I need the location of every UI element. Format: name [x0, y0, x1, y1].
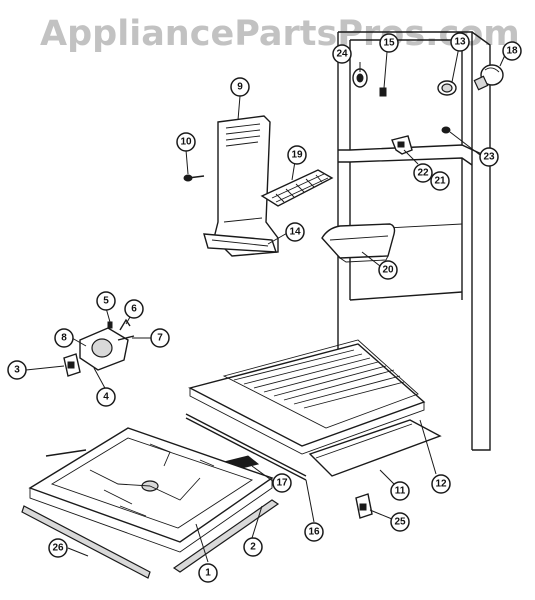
callout-5: 5: [96, 291, 116, 311]
part-26-front-trim: [21, 505, 151, 579]
callout-1-label: 1: [205, 568, 211, 579]
callout-1: 1: [198, 563, 218, 583]
callout-15: 15: [379, 33, 399, 53]
callout-13: 13: [450, 32, 470, 52]
callout-4: 4: [96, 387, 116, 407]
callout-24: 24: [332, 44, 352, 64]
callout-17: 17: [272, 473, 292, 493]
callout-12: 12: [431, 474, 451, 494]
part-14-duct-base: [203, 233, 277, 253]
part-15-clip: [379, 87, 387, 97]
part-19-ice-tray: [260, 169, 334, 207]
callout-25: 25: [390, 512, 410, 532]
part-20-tray-bin: [321, 223, 396, 263]
part-16-shelf-rod: [185, 413, 307, 481]
callout-18: 18: [502, 41, 522, 61]
part-24-control-knob: [352, 68, 368, 88]
part-18-light-bulb: [473, 64, 504, 91]
callout-16-label: 16: [308, 527, 320, 538]
watermark-text: AppliancePartsPros.com: [40, 14, 520, 54]
callout-21-label: 21: [434, 176, 446, 187]
callout-6: 6: [124, 299, 144, 319]
part-13-light-socket: [437, 80, 457, 96]
part-10-screw: [183, 174, 205, 182]
callout-6-label: 6: [131, 304, 137, 315]
part-9-air-duct: [213, 115, 279, 257]
part-22-21-bracket: [391, 135, 413, 155]
part-2-side-rail: [172, 499, 280, 573]
callout-11: 11: [390, 481, 410, 501]
part-3-damper-cover: [63, 353, 81, 377]
callout-11-label: 11: [395, 486, 406, 497]
callout-5-label: 5: [103, 296, 109, 307]
part-25-bracket: [355, 493, 373, 519]
callout-21: 21: [430, 171, 450, 191]
part-23-screw: [441, 126, 451, 134]
part-8-damper-housing: [79, 327, 129, 371]
callout-26: 26: [48, 538, 68, 558]
callout-4-label: 4: [103, 392, 109, 403]
callout-23-label: 23: [483, 152, 495, 163]
callout-25-label: 25: [394, 517, 406, 528]
callout-16: 16: [304, 522, 324, 542]
callout-26-label: 26: [52, 543, 64, 554]
part-7-clip: [117, 335, 135, 341]
callout-3-label: 3: [14, 365, 20, 376]
callout-8-label: 8: [61, 333, 67, 344]
part-1-crisper-cover: [28, 427, 274, 553]
callout-13-label: 13: [454, 37, 466, 48]
callout-10-label: 10: [180, 137, 192, 148]
callout-15-label: 15: [383, 38, 395, 49]
callout-14: 14: [285, 222, 305, 242]
callout-20-label: 20: [382, 265, 394, 276]
callout-19: 19: [287, 145, 307, 165]
callout-2-label: 2: [250, 542, 256, 553]
callout-14-label: 14: [289, 227, 301, 238]
callout-10: 10: [176, 132, 196, 152]
part-12-glass-shelf: [188, 339, 426, 455]
callout-22-label: 22: [417, 168, 429, 179]
callout-8: 8: [54, 328, 74, 348]
rear-rail: [45, 449, 87, 457]
callout-20: 20: [378, 260, 398, 280]
callout-9: 9: [230, 77, 250, 97]
callout-19-label: 19: [291, 150, 303, 161]
callout-12-label: 12: [435, 479, 447, 490]
callout-7: 7: [150, 328, 170, 348]
part-6-spring: [119, 318, 131, 331]
callout-22: 22: [413, 163, 433, 183]
callout-2: 2: [243, 537, 263, 557]
callout-3: 3: [7, 360, 27, 380]
callout-23: 23: [479, 147, 499, 167]
part-5-screw: [107, 321, 113, 329]
callout-17-label: 17: [276, 478, 288, 489]
callout-18-label: 18: [506, 46, 518, 57]
part-11-shelf-panel: [308, 419, 442, 477]
callout-7-label: 7: [157, 333, 163, 344]
callout-9-label: 9: [237, 82, 243, 93]
callout-24-label: 24: [336, 49, 348, 60]
